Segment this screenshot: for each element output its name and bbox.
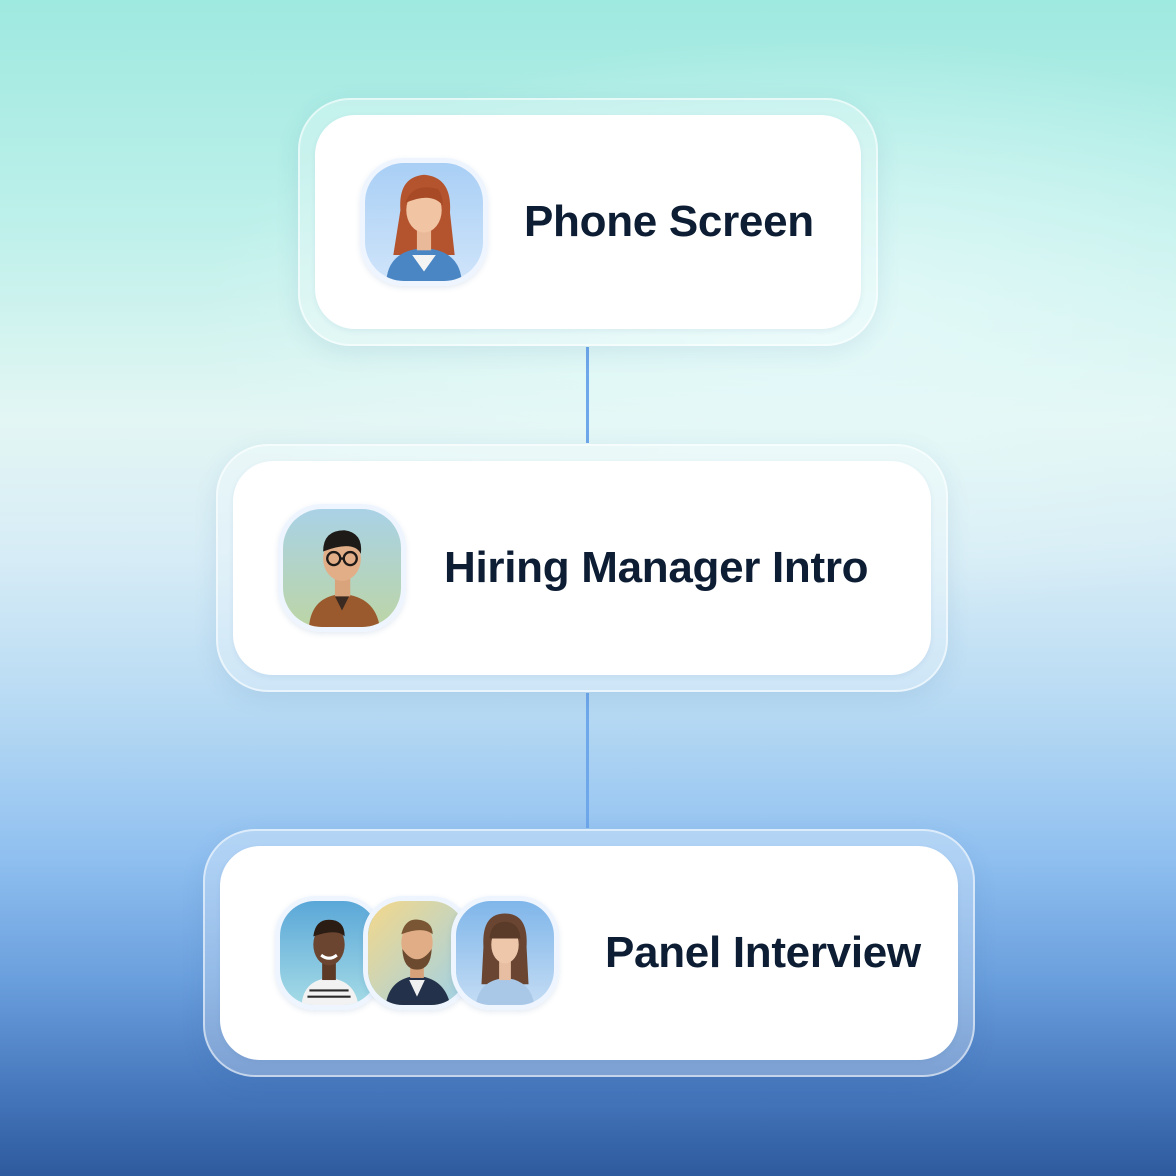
connector-line-1	[586, 347, 589, 443]
stage-card-hiring-manager-intro[interactable]: Hiring Manager Intro	[216, 444, 948, 692]
avatar-woman-red-hair-icon	[360, 158, 488, 286]
stage-card-body: Panel Interview	[220, 846, 958, 1060]
stage-label: Panel Interview	[605, 928, 921, 977]
avatar-man-glasses-icon	[278, 504, 406, 632]
stage-label: Phone Screen	[524, 197, 814, 246]
avatar-man-beard-icon	[363, 896, 471, 1010]
stage-card-body: Phone Screen	[315, 115, 861, 329]
avatar-group	[275, 896, 559, 1010]
stage-card-panel-interview[interactable]: Panel Interview	[203, 829, 975, 1077]
avatar-woman-bangs-icon	[451, 896, 559, 1010]
connector-line-2	[586, 693, 589, 828]
stage-card-body: Hiring Manager Intro	[233, 461, 931, 675]
stage-card-phone-screen[interactable]: Phone Screen	[298, 98, 878, 346]
avatar-woman-short-hair-icon	[275, 896, 383, 1010]
stage-label: Hiring Manager Intro	[444, 543, 869, 592]
